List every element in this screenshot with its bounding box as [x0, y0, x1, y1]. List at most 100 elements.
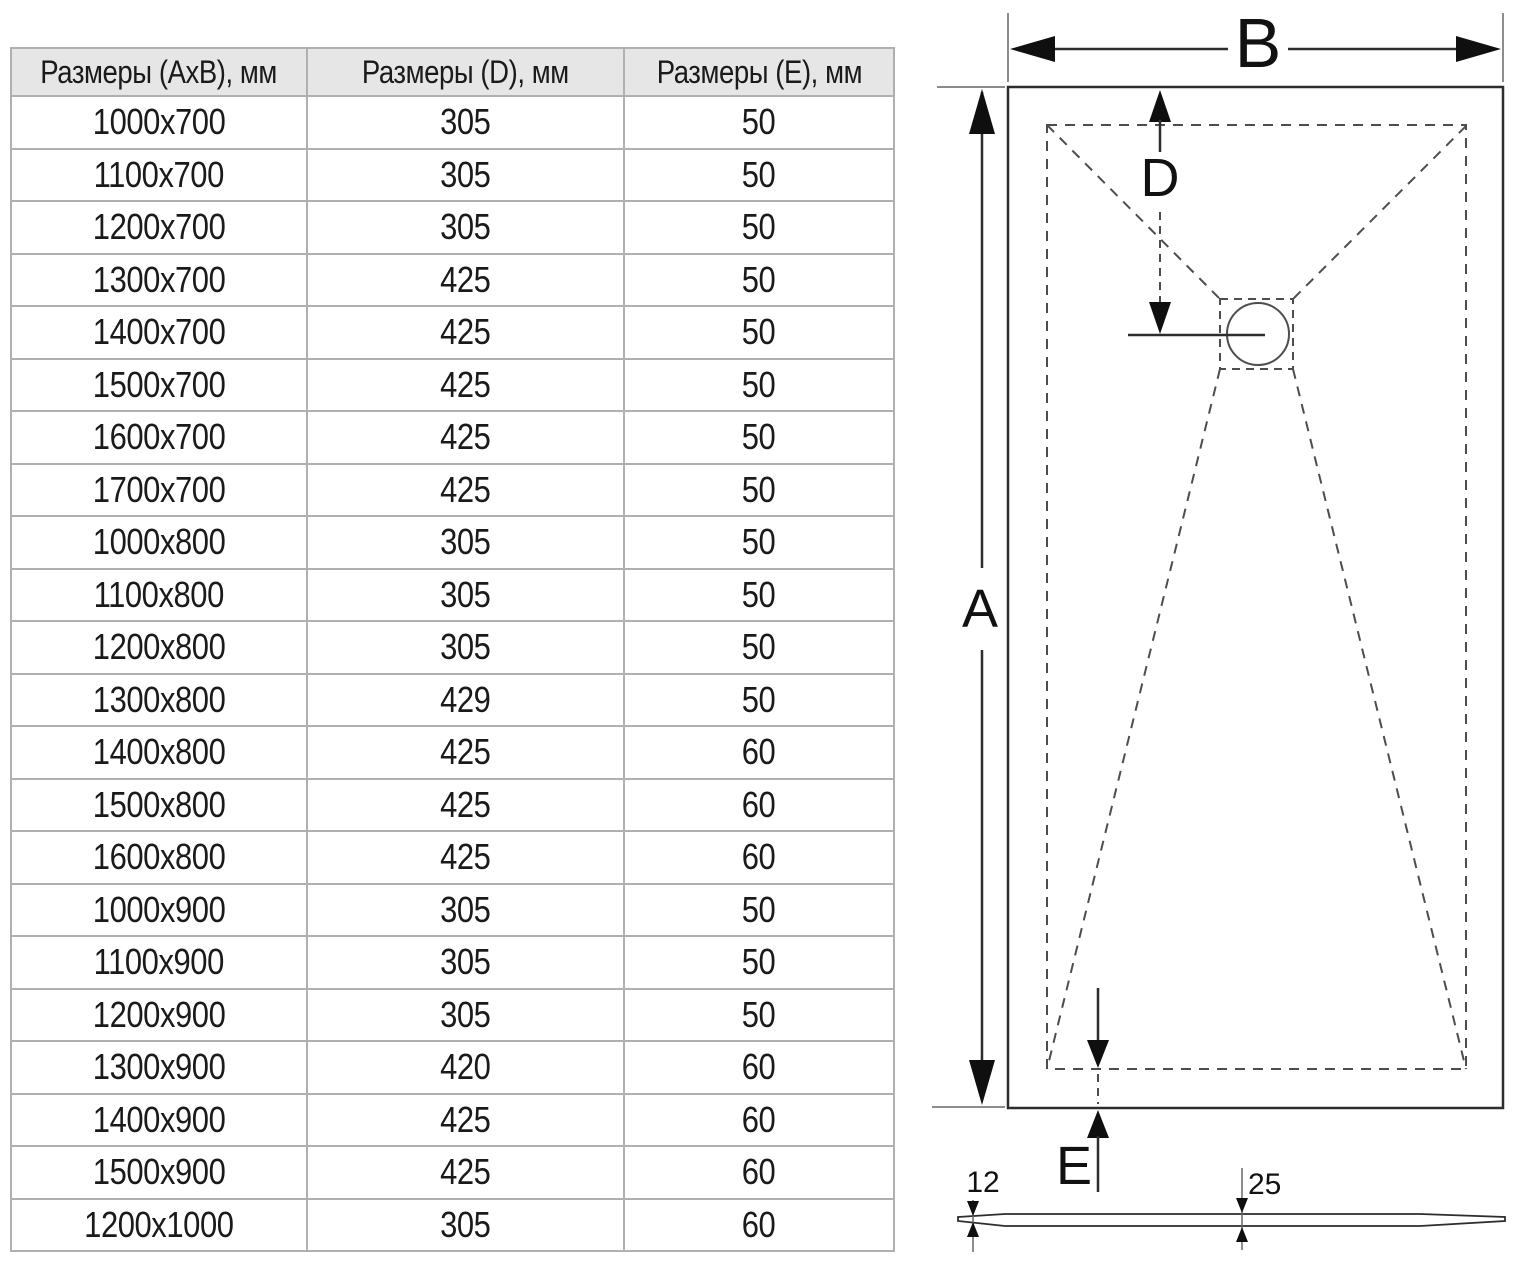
value-size-e: 60: [742, 1203, 776, 1245]
table-row: 1100x700 305 50: [10, 147, 895, 202]
value-size-d: 305: [440, 521, 491, 563]
cell-size-e: 50: [623, 672, 895, 727]
cell-size-axb: 1200x800: [10, 620, 308, 675]
cell-size-e: 60: [623, 1040, 895, 1095]
value-size-e: 50: [742, 416, 776, 458]
value-size-d: 425: [440, 1098, 491, 1140]
cell-size-d: 425: [306, 1145, 625, 1200]
value-size-e: 50: [742, 311, 776, 353]
cell-size-axb: 1200x1000: [10, 1197, 308, 1252]
value-size-axb: 1200x700: [92, 206, 226, 248]
value-size-d: 425: [440, 731, 491, 773]
value-size-axb: 1000x700: [92, 101, 226, 143]
table-row: 1200x900 305 50: [10, 987, 895, 1042]
value-size-d: 305: [440, 101, 491, 143]
value-size-d: 429: [440, 678, 491, 720]
value-size-e: 60: [742, 1046, 776, 1088]
cell-size-d: 305: [306, 987, 625, 1042]
cell-size-e: 50: [623, 410, 895, 465]
b-label: B: [1235, 4, 1282, 82]
value-size-axb: 1500x700: [92, 363, 226, 405]
value-size-axb: 1000x800: [92, 521, 226, 563]
cell-size-axb: 1200x900: [10, 987, 308, 1042]
tray-diagram: B A D E 12 25: [932, 4, 1506, 1252]
value-size-axb: 1400x700: [92, 311, 226, 353]
value-size-axb: 1400x900: [92, 1098, 226, 1140]
value-size-e: 50: [742, 678, 776, 720]
value-size-d: 425: [440, 836, 491, 878]
cell-size-e: 60: [623, 725, 895, 780]
table-row: 1400x700 425 50: [10, 305, 895, 360]
header-cell-axb: Размеры (АхВ), мм: [10, 47, 308, 97]
value-size-d: 425: [440, 1151, 491, 1193]
d-arrow-down: [1149, 302, 1171, 334]
cell-size-axb: 1600x800: [10, 830, 308, 885]
value-size-d: 425: [440, 783, 491, 825]
value-size-axb: 1100x800: [93, 573, 225, 615]
cell-size-d: 305: [306, 620, 625, 675]
value-size-d: 425: [440, 468, 491, 510]
cell-size-e: 60: [623, 1145, 895, 1200]
value-size-d: 425: [440, 311, 491, 353]
cell-size-d: 425: [306, 725, 625, 780]
table-row: 1200x1000 305 60: [10, 1197, 895, 1252]
cell-size-axb: 1100x900: [10, 935, 308, 990]
cell-size-e: 50: [623, 95, 895, 150]
table-row: 1600x700 425 50: [10, 410, 895, 465]
cell-size-axb: 1200x700: [10, 200, 308, 255]
table-row: 1000x700 305 50: [10, 95, 895, 150]
value-size-d: 305: [440, 1203, 491, 1245]
cell-size-e: 50: [623, 620, 895, 675]
table-row: 1100x900 305 50: [10, 935, 895, 990]
cell-size-axb: 1600x700: [10, 410, 308, 465]
cell-size-d: 305: [306, 882, 625, 937]
cell-size-axb: 1500x700: [10, 357, 308, 412]
value-size-e: 60: [742, 1098, 776, 1140]
cell-size-d: 305: [306, 567, 625, 622]
value-size-axb: 1200x800: [92, 626, 226, 668]
cell-size-e: 50: [623, 357, 895, 412]
value-size-d: 305: [440, 993, 491, 1035]
cell-size-d: 420: [306, 1040, 625, 1095]
slope-line-top-left: [1046, 124, 1221, 300]
center-thickness-label: 25: [1248, 1168, 1281, 1201]
cell-size-axb: 1400x700: [10, 305, 308, 360]
value-size-e: 50: [742, 941, 776, 983]
cell-size-axb: 1300x900: [10, 1040, 308, 1095]
table-row: 1300x800 429 50: [10, 672, 895, 727]
value-size-e: 50: [742, 521, 776, 563]
b-arrow-left: [1010, 36, 1055, 62]
value-size-e: 50: [742, 993, 776, 1035]
cell-size-e: 50: [623, 200, 895, 255]
value-size-e: 50: [742, 206, 776, 248]
value-size-e: 50: [742, 153, 776, 195]
value-size-d: 305: [440, 626, 491, 668]
cell-size-d: 305: [306, 1197, 625, 1252]
cell-size-e: 50: [623, 935, 895, 990]
value-size-d: 305: [440, 573, 491, 615]
value-size-e: 60: [742, 836, 776, 878]
a-label: A: [962, 579, 998, 639]
cell-size-e: 50: [623, 147, 895, 202]
value-size-d: 425: [440, 416, 491, 458]
slope-line-top-right: [1292, 125, 1467, 300]
header-cell-e: Размеры (Е), мм: [623, 47, 895, 97]
a-arrow-top: [969, 89, 995, 134]
value-size-axb: 1400x800: [92, 731, 226, 773]
value-size-d: 305: [440, 153, 491, 195]
center-thickness-arrow-down: [1236, 1198, 1248, 1213]
header-label-axb: Размеры (АхВ), мм: [40, 53, 278, 90]
edge-thickness-arrow-up: [967, 1222, 979, 1237]
cell-size-d: 425: [306, 1092, 625, 1147]
cell-size-e: 60: [623, 830, 895, 885]
header-label-e: Размеры (Е), мм: [656, 53, 862, 90]
table-row: 1400x900 425 60: [10, 1092, 895, 1147]
table-row: 1200x700 305 50: [10, 200, 895, 255]
value-size-d: 305: [440, 941, 491, 983]
cell-size-d: 305: [306, 95, 625, 150]
value-size-axb: 1600x700: [92, 416, 226, 458]
e-arrow-down: [1087, 1040, 1109, 1068]
table-row: 1100x800 305 50: [10, 567, 895, 622]
table-row: 1500x800 425 60: [10, 777, 895, 832]
cell-size-d: 305: [306, 147, 625, 202]
